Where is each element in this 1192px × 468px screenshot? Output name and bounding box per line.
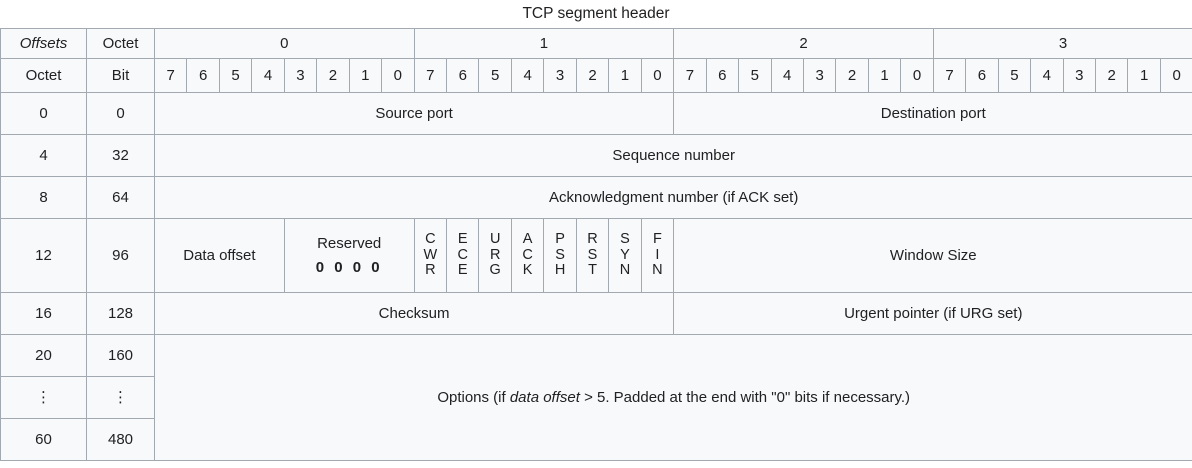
bit-label-29: 2 [1094, 58, 1129, 93]
table-row: 4 32 Sequence number [0, 134, 1192, 177]
bit-label-31: 0 [1159, 58, 1192, 93]
bit-label-21: 2 [835, 58, 869, 93]
bit-label-18: 5 [738, 58, 772, 93]
octet-offset: 16 [0, 292, 87, 335]
options-text-after: > 5. Padded at the end with "0" bits if … [579, 389, 911, 406]
octet-offset-ellipsis: ⋮ [0, 376, 87, 419]
bit-label-24: 7 [932, 58, 967, 93]
bit-label-16: 7 [673, 58, 707, 93]
bit-offset: 32 [86, 134, 155, 177]
bit-offset: 96 [86, 218, 155, 293]
octet-row-label: Octet [0, 58, 87, 93]
field-data-offset: Data offset [154, 218, 285, 293]
field-checksum: Checksum [153, 292, 675, 335]
bit-label-8: 7 [413, 58, 448, 93]
bit-label-23: 0 [900, 58, 934, 93]
bit-label-4: 3 [283, 58, 318, 93]
table-row: ⋮ ⋮ [0, 376, 1192, 419]
table-row: 0 0 Source port Destination port [0, 92, 1192, 135]
header-row-bits: Octet Bit 7 6 5 4 3 2 1 0 7 6 5 4 3 2 1 … [0, 58, 1192, 93]
bit-offset: 160 [86, 334, 155, 377]
bit-label-28: 3 [1062, 58, 1096, 93]
octet-offset: 8 [0, 176, 87, 219]
bit-label-27: 4 [1030, 58, 1064, 93]
bit-offset-ellipsis: ⋮ [86, 376, 155, 419]
octet-group-1: 1 [413, 28, 675, 59]
bit-offset: 128 [86, 292, 155, 335]
octet-offset: 20 [0, 334, 87, 377]
options-text-before: Options (if [437, 389, 510, 406]
field-reserved: Reserved 0 0 0 0 [283, 218, 415, 293]
tcp-segment-header-table: Offsets Octet 0 1 2 3 Octet Bit 7 6 5 4 … [0, 28, 1192, 461]
octet-group-0: 0 [154, 28, 415, 59]
field-window-size: Window Size [673, 218, 1192, 293]
bit-label-1: 6 [186, 58, 220, 93]
field-urgent-pointer: Urgent pointer (if URG set) [673, 292, 1192, 335]
bit-label-22: 1 [867, 58, 902, 93]
field-options: Options (if data offset > 5. Padded at t… [153, 334, 1192, 461]
bit-link-label[interactable]: Bit [86, 58, 155, 93]
bit-label-17: 6 [705, 58, 740, 93]
octet-group-3: 3 [932, 28, 1192, 59]
field-source-port: Source port [153, 92, 675, 135]
reserved-label: Reserved [317, 235, 382, 253]
page-title: TCP segment header [522, 5, 670, 22]
offsets-label: Offsets [0, 28, 87, 59]
table-row: 16 128 Checksum Urgent pointer (if URG s… [0, 292, 1192, 335]
bit-label-12: 3 [543, 58, 577, 93]
octet-offset: 12 [0, 218, 87, 293]
table-row: 8 64 Acknowledgment number (if ACK set) [0, 176, 1192, 219]
bit-label-5: 2 [316, 58, 350, 93]
bit-label-2: 5 [218, 58, 253, 93]
bit-offset: 0 [86, 92, 155, 135]
octet-link-label[interactable]: Octet [86, 28, 155, 59]
bit-label-20: 3 [802, 58, 837, 93]
bit-offset: 480 [86, 418, 155, 461]
bit-label-7: 0 [381, 58, 415, 93]
table-row: 20 160 Options (if data offset > 5. Padd… [0, 334, 1192, 461]
bit-label-6: 1 [348, 58, 383, 93]
header-row-octets: Offsets Octet 0 1 2 3 [0, 28, 1192, 59]
bit-label-19: 4 [770, 58, 804, 93]
field-sequence-number: Sequence number [153, 134, 1192, 177]
bit-label-0: 7 [153, 58, 188, 93]
bit-offset: 64 [86, 176, 155, 219]
bit-label-15: 0 [640, 58, 675, 93]
bit-label-9: 6 [446, 58, 480, 93]
octet-offset: 4 [0, 134, 87, 177]
octet-offset: 60 [0, 418, 87, 461]
bit-label-26: 5 [997, 58, 1032, 93]
bit-label-10: 5 [478, 58, 512, 93]
bit-label-3: 4 [251, 58, 285, 93]
reserved-bits: 0 0 0 0 [315, 258, 383, 276]
options-text-italic: data offset [509, 389, 580, 406]
octet-group-2: 2 [673, 28, 934, 59]
bit-label-14: 1 [608, 58, 642, 93]
bit-label-11: 4 [510, 58, 545, 93]
bit-label-30: 1 [1127, 58, 1161, 93]
table-row: 60 480 [0, 418, 1192, 461]
field-acknowledgment-number: Acknowledgment number (if ACK set) [153, 176, 1192, 219]
octet-offset: 0 [0, 92, 87, 135]
bit-label-25: 6 [965, 58, 999, 93]
bit-label-13: 2 [575, 58, 610, 93]
field-destination-port: Destination port [673, 92, 1192, 135]
